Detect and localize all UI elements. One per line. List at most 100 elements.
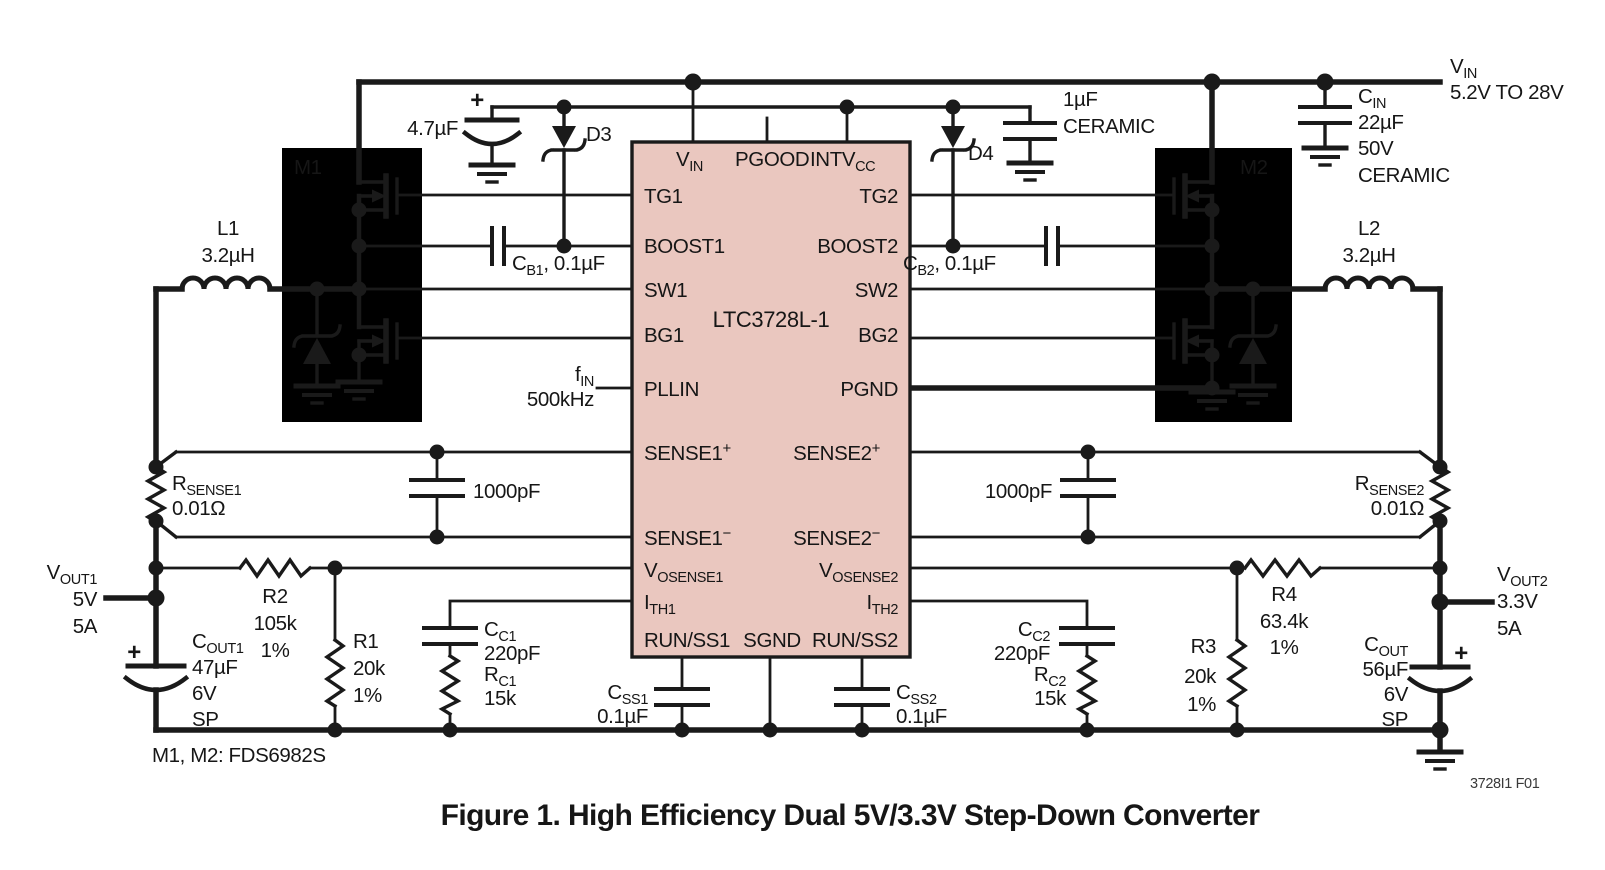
r4-value: 63.4k (1260, 610, 1309, 633)
cout1-voltage: 6V (192, 682, 217, 705)
vout1-voltage: 5V (73, 588, 98, 611)
vout1-current: 5A (73, 615, 98, 638)
css2-plates (834, 687, 890, 707)
css1-plates (654, 687, 710, 707)
l1-label: L1 (217, 217, 239, 240)
css1-value: 0.1µF (597, 705, 648, 728)
pin-label-intvcc: INTVCC (810, 148, 875, 175)
cb1-plates (490, 226, 506, 266)
rc2-value: 15k (1034, 687, 1067, 710)
rc1-resistor-icon (438, 653, 462, 717)
vin-terminal-label: VIN (1450, 55, 1477, 82)
css2-value: 0.1µF (896, 705, 947, 728)
ith2-wire (908, 599, 1089, 732)
m1-schottky-bar-icon (292, 324, 342, 348)
top-components: + 4.7µF D3 D4 1µF CERAMIC CIN 22µF 50V C… (179, 55, 1564, 411)
cap-1u-label-value: 1µF (1063, 88, 1098, 111)
cout2-type: SP (1381, 708, 1408, 731)
pin-label-sw2: SW2 (855, 279, 898, 302)
chip-body (630, 140, 912, 659)
rsense2-value: 0.01Ω (1371, 497, 1424, 520)
cout1-value: 47µF (192, 656, 238, 679)
rc1-label: RC1 (484, 663, 516, 690)
cc1-value: 220pF (484, 642, 540, 665)
r2-label: R2 (262, 585, 287, 608)
r3-resistor-icon (1225, 637, 1249, 709)
cap-4u7-label: 4.7µF (407, 117, 458, 140)
rc2-label: RC2 (1034, 663, 1066, 690)
m1-bot-arrow-icon (372, 334, 386, 348)
cin-label-type: CERAMIC (1358, 164, 1450, 187)
cap1000-left-label: 1000pF (473, 480, 540, 503)
r1-tol: 1% (353, 684, 382, 707)
m2-diode-triangle-icon (1239, 338, 1267, 364)
cout2-curved-plate (1406, 675, 1474, 694)
l1-inductor-icon (179, 275, 273, 292)
cout1-type: SP (192, 708, 219, 731)
r2-resistor-icon (237, 556, 313, 580)
r4-tol: 1% (1270, 636, 1299, 659)
l2-value: 3.2µH (1342, 244, 1395, 267)
m1-label: M1 (294, 156, 322, 179)
pin-label-ith2: ITH2 (867, 591, 899, 618)
cap1000-left-plates (409, 478, 465, 498)
cc1-label: CC1 (484, 618, 516, 645)
rsense1-value: 0.01Ω (172, 497, 225, 520)
comp-network-2: CSS2 0.1µF CC2 220pF RC2 15k (834, 618, 1115, 728)
m1-top-arrow-icon (372, 189, 386, 203)
pin-label-boost2: BOOST2 (817, 235, 898, 258)
d3-label: D3 (586, 123, 611, 146)
cap-4u7-plus: + (470, 87, 484, 114)
pin-label-vosense1: VOSENSE1 (644, 559, 723, 586)
pin-label-runss1: RUN/SS1 (644, 629, 730, 652)
ith1-wire (448, 599, 634, 732)
cc2-value: 220pF (994, 642, 1050, 665)
rsense1-resistor-icon (144, 464, 168, 525)
rc1-value: 15k (484, 687, 517, 710)
pin-label-pgood: PGOOD (735, 148, 809, 171)
output1-network: VOUT1 5V 5A + COUT1 47µF 6V SP R2 105k 1… (47, 556, 386, 731)
cout2-voltage: 6V (1384, 683, 1409, 706)
cin-plates (1298, 105, 1352, 125)
cout2-value: 56µF (1362, 658, 1408, 681)
pin-label-runss2: RUN/SS2 (812, 629, 898, 652)
comp-network-1: CC1 220pF RC1 15k CSS1 0.1µF (422, 618, 710, 728)
chip-ltc3728l1: VIN PGOOD INTVCC LTC3728L-1 TG1 BOOST1 S… (630, 140, 912, 659)
m2-schottky-bar-icon (1228, 324, 1278, 348)
annotations: M1, M2: FDS6982S 3728I1 F01 Figure 1. Hi… (152, 744, 1540, 832)
d4-triangle-icon (941, 126, 965, 148)
cb2-plates (1044, 226, 1060, 266)
cap-1u-label-type: CERAMIC (1063, 115, 1155, 138)
r3-value: 20k (1184, 665, 1217, 688)
vout2-voltage: 3.3V (1497, 590, 1538, 613)
cout2-plus: + (1454, 640, 1468, 667)
rsense2-label: RSENSE2 (1355, 472, 1425, 499)
r2-tol: 1% (261, 639, 290, 662)
d4-label: D4 (968, 142, 993, 165)
vout1-label: VOUT1 (47, 561, 98, 588)
css2-label: CSS2 (896, 681, 937, 708)
cin-label-voltage: 50V (1358, 137, 1394, 160)
cin-label-value: 22µF (1358, 111, 1404, 134)
pin-label-bg2: BG2 (858, 324, 898, 347)
l1-value: 3.2µH (201, 244, 254, 267)
pin-label-boost1: BOOST1 (644, 235, 725, 258)
r4-label: R4 (1271, 583, 1296, 606)
vout2-label: VOUT2 (1497, 563, 1548, 590)
junction-dots (147, 73, 1449, 739)
r1-resistor-icon (323, 637, 347, 709)
css1-label: CSS1 (607, 681, 648, 708)
cout2-label: COUT (1364, 633, 1408, 660)
pin-label-sense2-plus: SENSE2+ (793, 440, 881, 465)
m2-top-arrow-icon (1185, 189, 1199, 203)
figure-caption: Figure 1. High Efficiency Dual 5V/3.3V S… (441, 799, 1261, 832)
cap-4u7-curved-plate (461, 129, 523, 147)
doc-code: 3728I1 F01 (1470, 776, 1540, 792)
pin-label-vin: VIN (676, 148, 703, 175)
pin-label-sense1-plus: SENSE1+ (644, 440, 732, 465)
fin-label: fIN (575, 363, 594, 390)
mosfet-note: M1, M2: FDS6982S (152, 744, 326, 767)
cc2-plates (1059, 626, 1115, 646)
